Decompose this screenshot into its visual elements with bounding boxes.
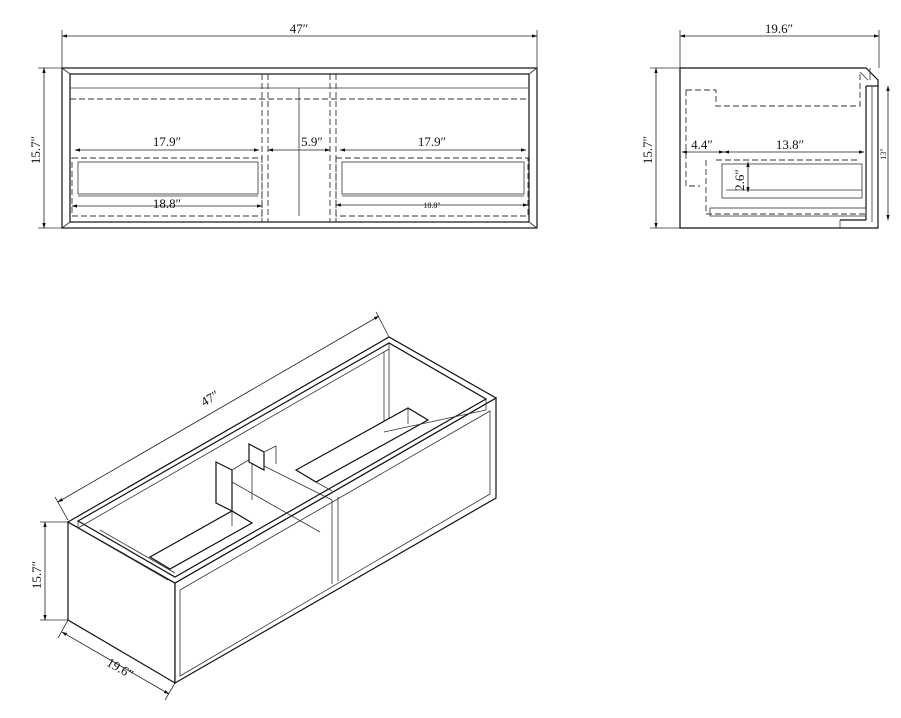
iso-width-dim-line <box>57 315 380 503</box>
iso-partition-right <box>248 443 265 471</box>
side-depth-label: 19.6″ <box>765 21 793 36</box>
side-drawer-depth-label: 13.8″ <box>776 137 804 152</box>
iso-depth-dim-line <box>61 631 170 695</box>
iso-left-drawer-box <box>148 510 254 570</box>
side-offset-label: 4.4″ <box>691 137 713 152</box>
iso-width-label: 47″ <box>198 387 221 409</box>
side-body-outline <box>679 67 879 229</box>
front-left-drawer: 17.9″ 18.8″ <box>71 134 263 217</box>
iso-right-drawer-box <box>294 407 430 483</box>
side-inner-height-label: 13″ <box>879 148 888 159</box>
left-drawer-outer-width-label: 18.8″ <box>153 196 181 211</box>
right-drawer-inner-width-label: 17.9″ <box>418 134 446 149</box>
front-width-label: 47″ <box>290 21 308 36</box>
side-height-label: 15.7″ <box>640 136 655 164</box>
side-view: 19.6″ 15.7″ 4.4″ 13.8″ 2.6″ 13″ <box>640 21 890 229</box>
iso-view: 47″ 15.7″ 19.6″ <box>29 311 498 701</box>
iso-partition-left <box>215 461 233 512</box>
front-outer-frame <box>61 67 538 229</box>
front-height-label: 15.7″ <box>28 136 43 164</box>
front-view: 47″ 15.7″ 5.9″ 17.9″ <box>28 21 538 229</box>
front-inner-frame <box>69 73 530 223</box>
side-drawer <box>721 163 863 199</box>
iso-height-label: 15.7″ <box>29 561 44 589</box>
center-gap-label: 5.9″ <box>301 134 323 149</box>
side-drawer-height-label: 2.6″ <box>732 169 747 191</box>
iso-depth-label: 19.6″ <box>104 655 136 682</box>
left-drawer-inner-width-label: 17.9″ <box>153 134 181 149</box>
front-right-drawer: 17.9″ 18.8″ <box>335 134 529 217</box>
right-drawer-outer-width-label: 18.8″ <box>423 201 440 210</box>
